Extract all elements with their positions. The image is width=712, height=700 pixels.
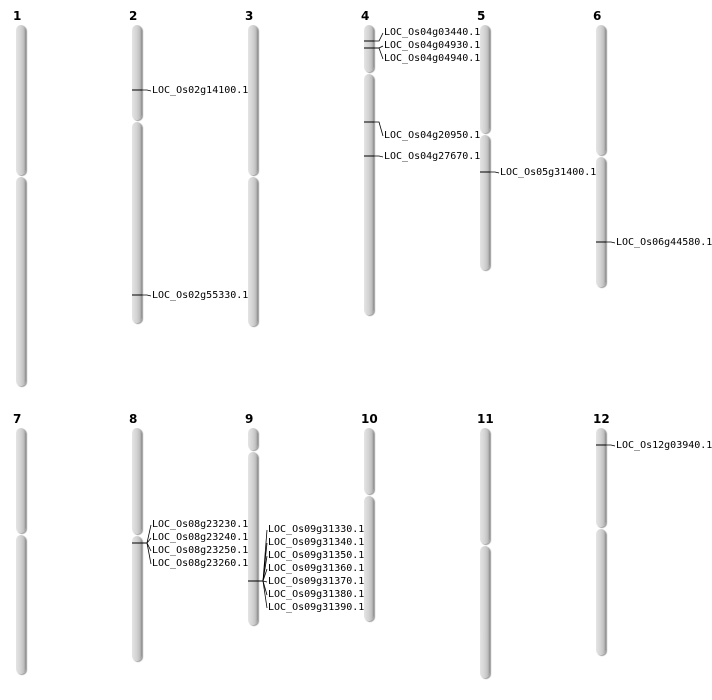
chromosome-short-arm	[248, 25, 258, 175]
chromosome-label: 2	[129, 9, 138, 23]
chromosome-label: 12	[593, 412, 610, 426]
chromosome-short-arm	[480, 25, 490, 133]
chromosome-short-arm	[16, 25, 26, 175]
chromosome-short-arm	[132, 428, 142, 534]
chromosome-short-arm	[248, 428, 258, 450]
gene-label: LOC_Os05g31400.1	[500, 167, 597, 178]
gene-leader-line	[258, 580, 268, 609]
chromosome-label: 7	[13, 412, 22, 426]
chromosome-long-arm	[132, 536, 142, 661]
gene-leader-line	[142, 89, 152, 92]
gene-leader-line	[258, 555, 268, 582]
chromosome-long-arm	[132, 122, 142, 323]
gene-leader-line	[142, 294, 152, 297]
gene-leader-line	[258, 580, 268, 596]
gene-label: LOC_Os08g23240.1	[152, 532, 249, 543]
chromosome-long-arm	[248, 452, 258, 625]
chromosome-short-arm	[480, 428, 490, 544]
gene-label: LOC_Os09g31360.1	[268, 563, 365, 574]
chromosome-label: 5	[477, 9, 486, 23]
gene-label: LOC_Os08g23260.1	[152, 558, 249, 569]
gene-label: LOC_Os02g55330.1	[152, 290, 249, 301]
gene-leader-line	[142, 542, 152, 565]
chromosome-label: 11	[477, 412, 494, 426]
chromosome-long-arm	[16, 177, 26, 386]
chromosome-long-arm	[596, 529, 606, 655]
chromosome-long-arm	[480, 135, 490, 270]
gene-label: LOC_Os08g23250.1	[152, 545, 249, 556]
gene-leader-line	[490, 171, 500, 174]
gene-label: LOC_Os09g31340.1	[268, 537, 365, 548]
chromosome-label: 3	[245, 9, 254, 23]
chromosome-short-arm	[16, 428, 26, 533]
chromosome-long-arm	[248, 177, 258, 326]
gene-label: LOC_Os02g14100.1	[152, 85, 249, 96]
gene-leader-line	[258, 568, 268, 582]
gene-leader-line	[374, 155, 384, 158]
chromosome-label: 9	[245, 412, 254, 426]
chromosome-long-arm	[16, 535, 26, 674]
gene-leader-line	[606, 444, 616, 447]
chromosome-label: 1	[13, 9, 22, 23]
gene-label: LOC_Os09g31350.1	[268, 550, 365, 561]
chromosome-label: 6	[593, 9, 602, 23]
gene-label: LOC_Os09g31330.1	[268, 524, 365, 535]
chromosome-long-arm	[364, 496, 374, 621]
gene-label: LOC_Os08g23230.1	[152, 519, 249, 530]
chromosome-long-arm	[364, 74, 374, 315]
chromosome-short-arm	[596, 25, 606, 155]
gene-leader-line	[374, 47, 384, 60]
chromosome-label: 10	[361, 412, 378, 426]
gene-label: LOC_Os09g31380.1	[268, 589, 365, 600]
chromosome-long-arm	[596, 157, 606, 287]
chromosome-short-arm	[596, 428, 606, 527]
chromosome-short-arm	[364, 428, 374, 494]
chromosome-long-arm	[480, 546, 490, 678]
gene-leader-line	[374, 32, 384, 42]
chromosome-short-arm	[132, 25, 142, 120]
gene-label: LOC_Os09g31390.1	[268, 602, 365, 613]
gene-label: LOC_Os06g44580.1	[616, 237, 712, 248]
gene-label: LOC_Os04g27670.1	[384, 151, 481, 162]
gene-label: LOC_Os04g04930.1	[384, 40, 481, 51]
gene-label: LOC_Os12g03940.1	[616, 440, 712, 451]
gene-label: LOC_Os04g03440.1	[384, 27, 481, 38]
gene-label: LOC_Os09g31370.1	[268, 576, 365, 587]
gene-leader-line	[142, 542, 152, 552]
chromosome-label: 4	[361, 9, 370, 23]
chromosome-label: 8	[129, 412, 138, 426]
gene-leader-line	[142, 537, 152, 544]
gene-leader-line	[374, 121, 384, 137]
gene-label: LOC_Os04g20950.1	[384, 130, 481, 141]
gene-label: LOC_Os04g04940.1	[384, 53, 481, 64]
gene-leader-line	[606, 241, 616, 244]
